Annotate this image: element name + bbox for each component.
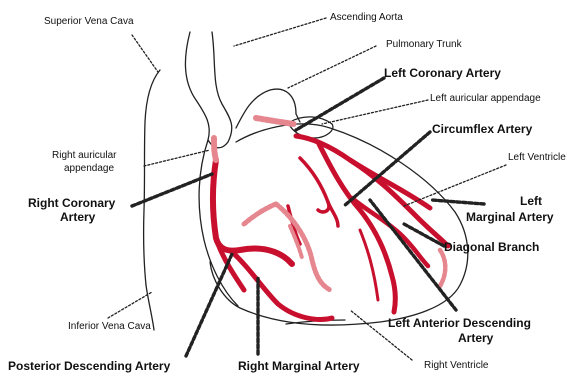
ivc-pointer	[108, 292, 152, 318]
label-right-auricular-1: Right auricular	[52, 150, 117, 161]
label-right-coronary-artery-1: Right Coronary	[28, 196, 116, 210]
rca-posterior-branch	[244, 204, 276, 224]
label-right-marginal-artery: Right Marginal Artery	[238, 359, 360, 373]
lv-branch-1	[300, 158, 329, 212]
label-circumflex-artery: Circumflex Artery	[432, 122, 533, 136]
label-posterior-descending-artery: Posterior Descending Artery	[8, 359, 171, 373]
label-left-auricular-appendage: Left auricular appendage	[430, 93, 541, 104]
svc-pointer	[132, 35, 158, 72]
label-left-marginal-2: Marginal Artery	[466, 210, 554, 224]
right-auricle-pointer	[144, 150, 210, 166]
circumflex-pointer	[344, 132, 430, 206]
svc-left-wall	[144, 70, 160, 285]
aorta-outline	[208, 32, 232, 148]
label-pulmonary-trunk: Pulmonary Trunk	[386, 39, 463, 50]
right-coronary-artery-vessel	[213, 160, 292, 264]
label-right-auricular-2: appendage	[64, 163, 114, 174]
right-marginal-artery-vessel	[230, 250, 332, 319]
rca-origin-posterior	[256, 118, 294, 124]
left-ventricle-pointer	[404, 165, 506, 206]
lcx-posterior-branch	[440, 250, 445, 286]
label-superior-vena-cava: Superior Vena Cava	[44, 16, 134, 27]
label-left-ventricle: Left Ventricle	[508, 152, 566, 163]
labels: Superior Vena Cava Ascending Aorta Pulmo…	[8, 12, 566, 373]
lv-branch-2	[328, 202, 338, 226]
lv-branch-3	[360, 230, 378, 300]
pda-pointer	[186, 254, 232, 356]
lca-pointer	[296, 78, 384, 130]
label-ascending-aorta: Ascending Aorta	[330, 12, 403, 23]
lad-vessel	[318, 142, 395, 312]
label-lad-2: Artery	[458, 331, 494, 345]
left-marginal-pointer	[432, 200, 484, 204]
right-auricle-artery-posterior	[214, 138, 216, 160]
label-diagonal-branch: Diagonal Branch	[444, 240, 539, 254]
svc-inner-wall	[185, 32, 209, 140]
label-right-ventricle: Right Ventricle	[424, 360, 489, 371]
label-left-coronary-artery: Left Coronary Artery	[384, 66, 501, 80]
rca-posterior-loop	[276, 204, 330, 290]
label-right-coronary-artery-2: Artery	[60, 210, 96, 224]
label-lad-1: Left Anterior Descending	[388, 316, 531, 330]
pulm-trunk-pointer	[288, 46, 376, 88]
aorta-pointer	[234, 18, 326, 46]
left-auricle-pointer	[322, 100, 428, 124]
label-inferior-vena-cava: Inferior Vena Cava	[68, 321, 151, 332]
label-left-marginal-1: Left	[520, 194, 542, 208]
